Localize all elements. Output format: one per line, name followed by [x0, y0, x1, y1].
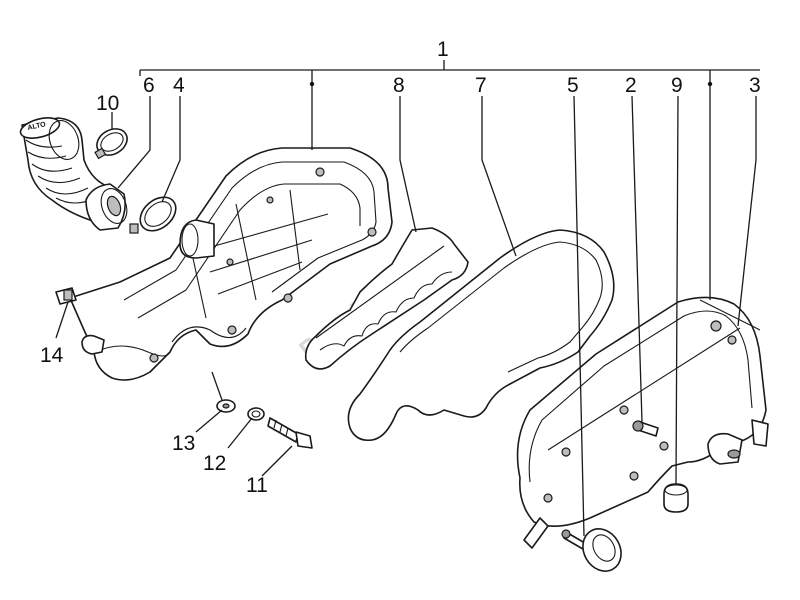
- callout-5: 5: [567, 74, 579, 97]
- callout-7: 7: [475, 74, 487, 97]
- callout-14: 14: [40, 344, 64, 367]
- callout-2: 2: [625, 74, 637, 97]
- part-11-bolt: [267, 417, 313, 449]
- callout-9: 9: [671, 74, 683, 97]
- leader-lines: [55, 60, 760, 537]
- callout-6: 6: [143, 74, 155, 97]
- callout-8: 8: [393, 74, 405, 97]
- filter-housing: [69, 147, 393, 381]
- callouts: 1 6 4 10 8 7 5 2 9 3 14 13 12 11: [40, 38, 761, 497]
- part-9-bushing: [663, 483, 689, 513]
- part-4-clamp: [129, 196, 177, 234]
- callout-11: 11: [246, 474, 268, 497]
- part-7-gasket: [347, 229, 615, 442]
- hose-marking: ALTO: [27, 121, 47, 132]
- callout-13: 13: [172, 432, 195, 455]
- callout-1: 1: [437, 38, 449, 61]
- part-5-knob: [561, 528, 622, 572]
- callout-12: 12: [203, 452, 226, 475]
- part-14-clip: [55, 287, 77, 305]
- callout-3: 3: [749, 74, 761, 97]
- part-8-filter-element: [304, 227, 469, 370]
- callout-4: 4: [173, 74, 185, 97]
- part-13-washer: [216, 399, 236, 413]
- part-10-clamp: [94, 128, 128, 160]
- part-6-sleeve: [85, 183, 128, 231]
- callout-10: 10: [96, 92, 119, 115]
- part-2-screw: [632, 420, 659, 437]
- part-12-lockwasher: [247, 407, 265, 421]
